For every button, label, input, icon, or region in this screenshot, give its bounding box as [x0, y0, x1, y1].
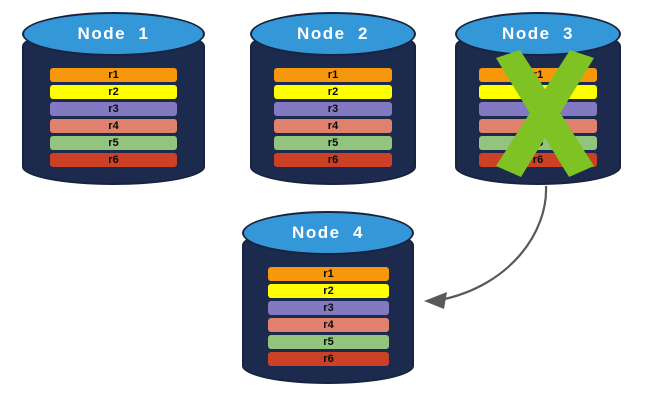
- node-2-record-r3[interactable]: r3: [274, 102, 392, 116]
- node-4[interactable]: Node 4 r1 r2 r3 r4 r5 r6: [242, 211, 414, 384]
- node-3-record-r4[interactable]: r4: [479, 119, 597, 133]
- node-1-record-list: r1 r2 r3 r4 r5 r6: [50, 68, 177, 167]
- node-1-record-r5[interactable]: r5: [50, 136, 177, 150]
- node-3-record-list: r1 r2 r3 r4 r5 r6: [479, 68, 597, 167]
- node-4-record-list: r1 r2 r3 r4 r5 r6: [268, 267, 389, 366]
- node-3-cylinder-top: [455, 12, 621, 56]
- node-3-record-r3[interactable]: r3: [479, 102, 597, 116]
- node-1-record-r4[interactable]: r4: [50, 119, 177, 133]
- replication-arrow-head: [424, 292, 447, 309]
- node-4-record-r3[interactable]: r3: [268, 301, 389, 315]
- node-3-record-r1[interactable]: r1: [479, 68, 597, 82]
- node-1-cylinder-top: [22, 12, 205, 56]
- node-3-record-r6[interactable]: r6: [479, 153, 597, 167]
- node-1-record-r1[interactable]: r1: [50, 68, 177, 82]
- node-2-record-list: r1 r2 r3 r4 r5 r6: [274, 68, 392, 167]
- node-3-record-r5[interactable]: r5: [479, 136, 597, 150]
- node-1[interactable]: Node 1 r1 r2 r3 r4 r5 r6: [22, 12, 205, 185]
- replication-arrow-path: [439, 185, 548, 302]
- node-2-record-r6[interactable]: r6: [274, 153, 392, 167]
- node-4-record-r2[interactable]: r2: [268, 284, 389, 298]
- node-2-cylinder-top: [250, 12, 416, 56]
- node-4-record-r4[interactable]: r4: [268, 318, 389, 332]
- node-2[interactable]: Node 2 r1 r2 r3 r4 r5 r6: [250, 12, 416, 185]
- node-3[interactable]: Node 3 r1 r2 r3 r4 r5 r6: [455, 12, 621, 185]
- node-4-record-r1[interactable]: r1: [268, 267, 389, 281]
- node-1-record-r6[interactable]: r6: [50, 153, 177, 167]
- node-1-record-r3[interactable]: r3: [50, 102, 177, 116]
- node-4-record-r5[interactable]: r5: [268, 335, 389, 349]
- node-2-record-r4[interactable]: r4: [274, 119, 392, 133]
- node-3-record-r2[interactable]: r2: [479, 85, 597, 99]
- node-2-record-r2[interactable]: r2: [274, 85, 392, 99]
- node-4-record-r6[interactable]: r6: [268, 352, 389, 366]
- node-1-record-r2[interactable]: r2: [50, 85, 177, 99]
- node-4-cylinder-top: [242, 211, 414, 255]
- node-2-record-r5[interactable]: r5: [274, 136, 392, 150]
- node-2-record-r1[interactable]: r1: [274, 68, 392, 82]
